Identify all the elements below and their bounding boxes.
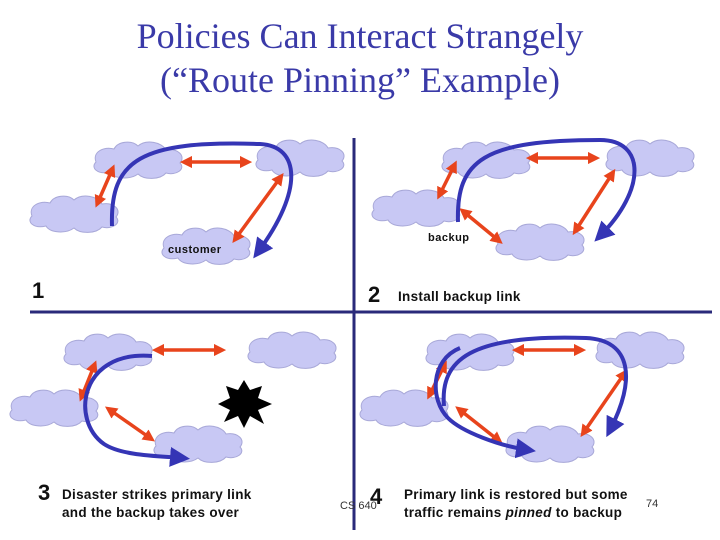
- panel-3-number: 3: [38, 480, 51, 505]
- link-backup: [459, 208, 503, 244]
- page-number: 74: [646, 498, 659, 510]
- panel-4-number: 4: [370, 484, 383, 509]
- title-line-2: (“Route Pinning” Example): [160, 60, 560, 100]
- explosion-icon: [218, 380, 272, 428]
- panel-4-network: [359, 331, 685, 463]
- panel-3-network: [9, 331, 337, 467]
- pinned-emphasis: pinned: [505, 505, 552, 520]
- panel-2-number: 2: [368, 282, 381, 307]
- panel-2-caption: Install backup link: [398, 289, 521, 304]
- cloud-bottom: [495, 223, 585, 261]
- title-line-1: Policies Can Interact Strangely: [136, 16, 584, 56]
- link-right: [572, 168, 616, 236]
- panel-3-caption-line-1: Disaster strikes primary link: [62, 487, 252, 502]
- panel-4-caption-line-2: traffic remains pinned to backup: [404, 504, 628, 522]
- route-path-4b: [441, 335, 629, 438]
- panel-2-network: [371, 137, 695, 261]
- course-label: CS 640: [340, 500, 377, 512]
- route-path-2: [455, 137, 637, 242]
- cloud-left: [371, 189, 461, 227]
- route-path-1: [109, 141, 294, 259]
- route-path-4a: [433, 346, 536, 459]
- link-right: [232, 173, 284, 243]
- panel-3-caption-line-2: and the backup takes over: [62, 505, 240, 520]
- panel-3-caption: Disaster strikes primary link and the ba…: [62, 486, 252, 522]
- cloud-top-right: [595, 331, 685, 369]
- cloud-left: [29, 195, 119, 233]
- panel-1-number: 1: [32, 278, 45, 303]
- cloud-top-right: [247, 331, 337, 369]
- panel-4-caption: Primary link is restored but some traffi…: [404, 486, 628, 522]
- slide-title: Policies Can Interact Strangely (“Route …: [0, 14, 720, 102]
- panel-1-network: [29, 139, 345, 265]
- link-left: [78, 360, 98, 402]
- link-left: [437, 160, 457, 200]
- link-backup: [455, 406, 503, 444]
- link-left: [94, 164, 116, 208]
- backup-label: backup: [428, 232, 470, 244]
- customer-label: customer: [168, 244, 222, 256]
- link-backup: [104, 406, 156, 442]
- link-right: [580, 368, 628, 438]
- cloud-bottom: [505, 425, 595, 463]
- panel-4-caption-post: to backup: [551, 505, 623, 520]
- panel-4-caption-pre: traffic remains: [404, 505, 506, 520]
- route-path-3: [83, 353, 190, 467]
- panel-4-caption-line-1: Primary link is restored but some: [404, 487, 628, 502]
